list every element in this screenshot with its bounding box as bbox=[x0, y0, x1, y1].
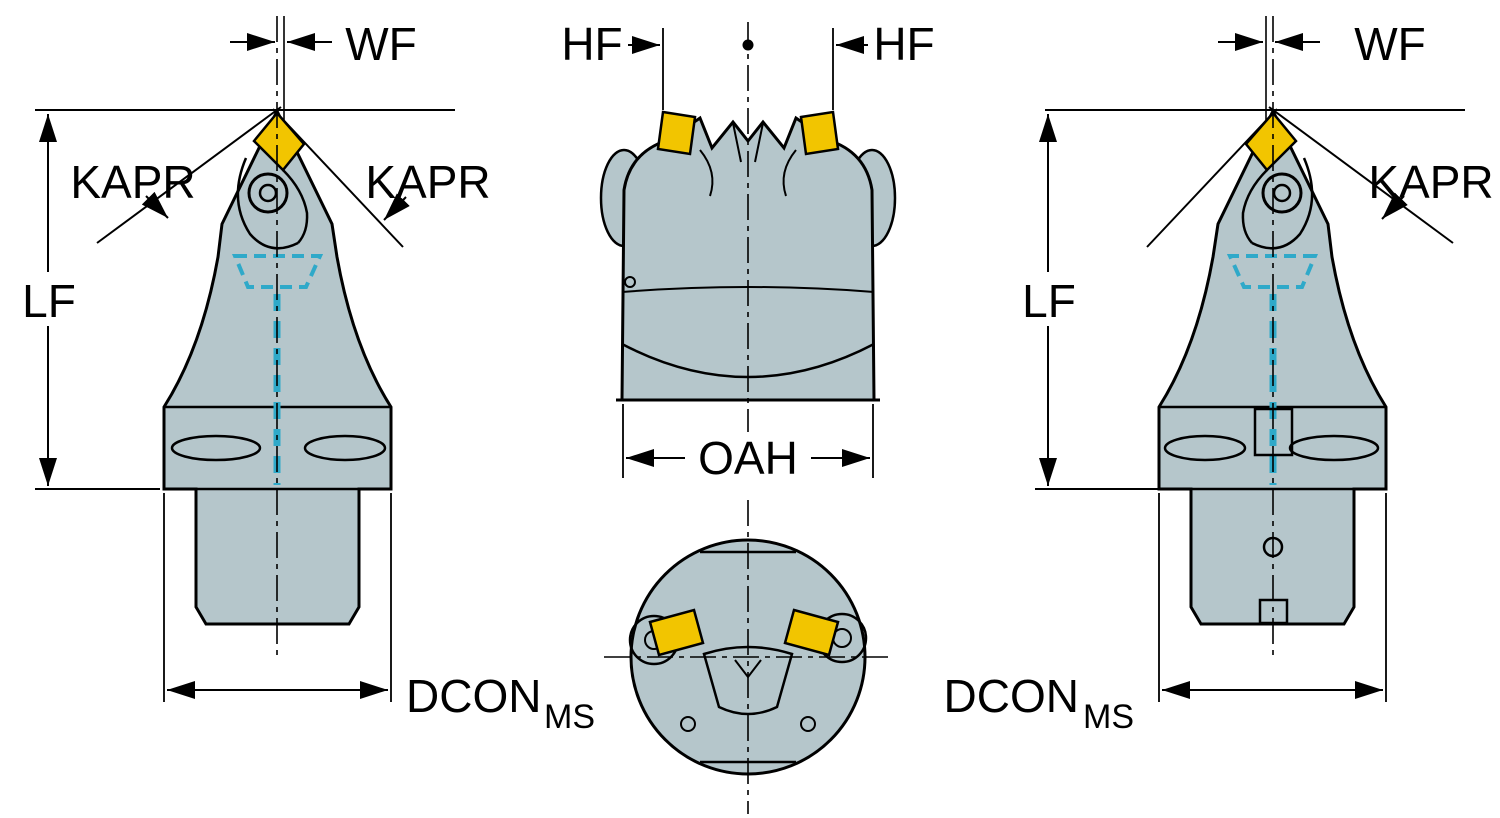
oah-extension-lines bbox=[622, 404, 874, 478]
kapr-label-right: KAPR bbox=[365, 156, 490, 208]
kapr-pointer bbox=[1381, 192, 1408, 220]
kapr-pointer-left bbox=[141, 191, 169, 219]
top-insert-right bbox=[783, 608, 840, 657]
lf-label-right: LF bbox=[1022, 275, 1076, 327]
oah-label: OAH bbox=[698, 432, 798, 484]
oah-label-gap bbox=[685, 432, 811, 480]
dcon-label: DCON bbox=[406, 670, 541, 722]
front-insert-left bbox=[656, 110, 697, 156]
shank-hole bbox=[1262, 536, 1284, 558]
dcon-extension-lines bbox=[1158, 493, 1387, 702]
front-clamp-curve-left bbox=[699, 149, 714, 197]
top-crosshair bbox=[604, 500, 892, 814]
top-screw-left bbox=[680, 716, 696, 732]
kapr-label-left: KAPR bbox=[70, 156, 195, 208]
side-view-right: WF KAPR LF DCON MS bbox=[944, 16, 1494, 736]
hf-label-right: HF bbox=[873, 18, 934, 70]
kapr-angle-line-left bbox=[96, 106, 282, 244]
wf-label: WF bbox=[345, 18, 417, 70]
shank-notch bbox=[1258, 598, 1289, 625]
hf-label-left: HF bbox=[561, 18, 622, 70]
top-pocket-outline bbox=[702, 645, 794, 716]
lf-label-gap bbox=[22, 272, 76, 326]
dcon-label-right: DCON bbox=[944, 670, 1079, 722]
center-mark bbox=[742, 39, 754, 51]
front-notch-lines bbox=[732, 122, 764, 163]
front-clamp-curve-right bbox=[782, 149, 797, 197]
wf-label-right: WF bbox=[1354, 18, 1426, 70]
front-insert-right bbox=[799, 110, 840, 156]
dcon-ms-subscript: MS bbox=[544, 698, 595, 736]
dimensions-right-view bbox=[1035, 33, 1465, 702]
top-view bbox=[604, 500, 892, 814]
lf-label: LF bbox=[22, 275, 76, 327]
kapr-angle-line-left bbox=[1146, 108, 1278, 248]
front-view: HF HF OAH bbox=[561, 18, 935, 484]
tool-body-instance-right bbox=[1159, 16, 1386, 658]
side-view-left: WF KAPR KAPR LF DCON MS bbox=[22, 16, 595, 736]
top-screw-right bbox=[800, 716, 816, 732]
kapr-label: KAPR bbox=[1368, 156, 1493, 208]
front-side-hole bbox=[624, 276, 636, 288]
dcon-ms-subscript-right: MS bbox=[1083, 698, 1134, 736]
lf-label-gap-right bbox=[1022, 272, 1076, 326]
flange-keyway bbox=[1253, 407, 1294, 457]
dcon-extension-lines bbox=[163, 493, 392, 702]
tool-body-instance-left bbox=[164, 16, 391, 658]
kapr-angle-line-right bbox=[272, 108, 404, 248]
hf-extension-lines bbox=[662, 28, 834, 110]
kapr-pointer-right bbox=[383, 193, 410, 221]
top-insert-left bbox=[648, 608, 705, 657]
kapr-angle-line-right bbox=[1268, 106, 1454, 244]
